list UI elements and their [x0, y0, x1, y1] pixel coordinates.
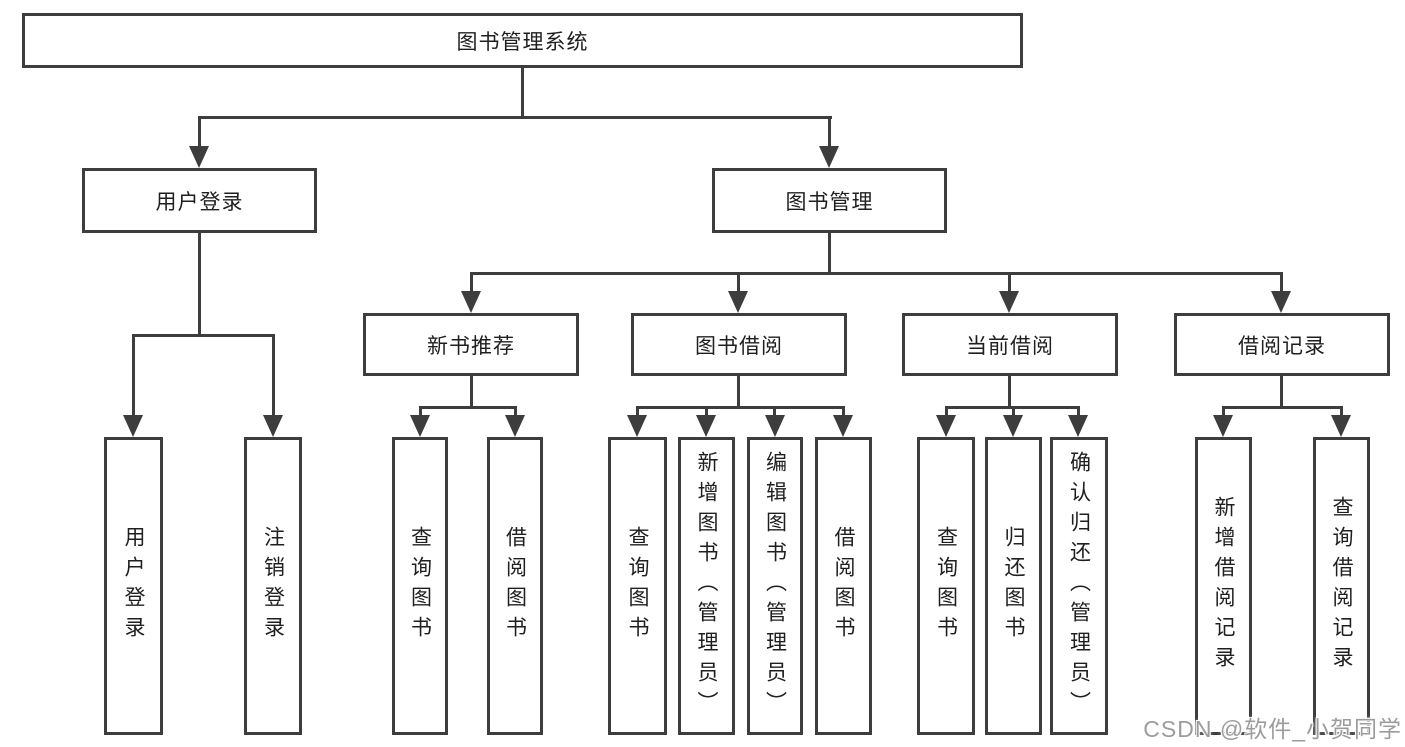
connector-drop-leaf: [1012, 406, 1015, 417]
connector-drop-leaf: [419, 406, 422, 417]
arrow-down-icon: [410, 415, 430, 437]
connector-bb-crossbar: [636, 406, 844, 409]
connector-root-stem: [521, 68, 524, 118]
connector-drop-leaf: [514, 406, 517, 417]
connector-nbr-crossbar: [419, 406, 517, 409]
node-label: 查询图书: [408, 526, 432, 646]
leaf-cb-return-books: 归还图书: [985, 437, 1042, 735]
connector-drop-leaf: [945, 406, 948, 417]
node-book-management: 图书管理: [712, 168, 947, 233]
node-user-login: 用户登录: [82, 168, 317, 233]
connector-drop-leaf: [636, 406, 639, 417]
leaf-br-add-record: 新增借阅记录: [1195, 437, 1252, 735]
arrow-down-icon: [819, 146, 839, 168]
node-label: 当前借阅: [966, 334, 1054, 358]
csdn-watermark: CSDN @软件_小贺同学: [1143, 716, 1402, 742]
connector-cb-stem: [1008, 376, 1011, 408]
leaf-nbr-query-books: 查询图书: [392, 437, 448, 735]
connector-drop-leaf: [272, 334, 275, 417]
arrow-down-icon: [263, 415, 283, 437]
node-current-borrowing: 当前借阅: [902, 313, 1118, 376]
node-label: 查询借阅记录: [1330, 496, 1353, 676]
arrow-down-icon: [1003, 415, 1023, 437]
connector-bb-stem: [737, 376, 740, 408]
leaf-logout: 注销登录: [244, 437, 302, 735]
arrow-down-icon: [936, 415, 956, 437]
leaf-bb-edit-books-admin: 编辑图书（管理员）: [747, 437, 803, 735]
connector-drop-book-mgmt: [828, 116, 831, 148]
leaf-nbr-borrow-books: 借阅图书: [487, 437, 543, 735]
arrow-down-icon: [627, 415, 647, 437]
node-label: 编辑图书（管理员）: [763, 451, 787, 721]
node-label: 归还图书: [1002, 526, 1025, 646]
connector-drop-leaf: [842, 406, 845, 417]
leaf-bb-borrow-books: 借阅图书: [815, 437, 872, 735]
node-label: 注销登录: [261, 526, 285, 646]
node-label: 图书借阅: [695, 334, 783, 358]
node-label: 用户登录: [155, 190, 244, 214]
node-label: 借阅记录: [1238, 334, 1326, 358]
arrow-down-icon: [1331, 415, 1351, 437]
connector-drop-l2: [470, 272, 473, 292]
leaf-br-query-record: 查询借阅记录: [1313, 437, 1370, 735]
connector-bookmgmt-crossbar: [470, 272, 1283, 275]
arrow-down-icon: [189, 146, 209, 168]
node-label: 查询图书: [626, 526, 649, 646]
node-label: 图书管理: [785, 190, 874, 214]
connector-drop-user-login: [198, 116, 201, 148]
node-label: 借阅图书: [832, 526, 855, 646]
connector-drop-l2: [737, 272, 740, 292]
leaf-bb-query-books: 查询图书: [608, 437, 667, 735]
arrow-down-icon: [505, 415, 525, 437]
connector-drop-leaf: [1077, 406, 1080, 417]
connector-drop-l2: [1008, 272, 1011, 292]
node-label: 新增借阅记录: [1212, 496, 1235, 676]
arrow-down-icon: [833, 415, 853, 437]
node-new-book-recommend: 新书推荐: [363, 313, 579, 376]
connector-nbr-stem: [470, 376, 473, 408]
node-label: 确认归还（管理员）: [1067, 451, 1091, 721]
node-label: 用户登录: [122, 526, 145, 646]
arrow-down-icon: [1068, 415, 1088, 437]
node-label: 新书推荐: [427, 334, 515, 358]
arrow-down-icon: [696, 415, 716, 437]
arrow-down-icon: [123, 415, 143, 437]
node-book-borrowing: 图书借阅: [631, 313, 847, 376]
connector-bookmgmt-stem: [828, 233, 831, 274]
connector-userlogin-crossbar: [132, 334, 275, 337]
node-label: 借阅图书: [503, 526, 527, 646]
connector-root-crossbar: [198, 116, 832, 119]
connector-drop-leaf: [132, 334, 135, 417]
connector-br-stem: [1280, 376, 1283, 408]
node-label: 图书管理系统: [456, 30, 589, 54]
leaf-user-login: 用户登录: [104, 437, 163, 735]
connector-userlogin-stem: [198, 233, 201, 336]
connector-drop-leaf: [773, 406, 776, 417]
connector-drop-l2: [1280, 272, 1283, 292]
node-label: 新增图书（管理员）: [695, 451, 718, 721]
arrow-down-icon: [728, 291, 748, 313]
node-borrowing-records: 借阅记录: [1174, 313, 1390, 376]
arrow-down-icon: [765, 415, 785, 437]
leaf-cb-query-books: 查询图书: [917, 437, 975, 735]
arrow-down-icon: [1271, 291, 1291, 313]
connector-drop-leaf: [705, 406, 708, 417]
leaf-bb-add-books-admin: 新增图书（管理员）: [678, 437, 735, 735]
connector-drop-leaf: [1222, 406, 1225, 417]
node-library-management-system: 图书管理系统: [22, 13, 1023, 68]
node-label: 查询图书: [934, 526, 958, 646]
connector-br-crossbar: [1222, 406, 1342, 409]
arrow-down-icon: [999, 291, 1019, 313]
connector-drop-leaf: [1340, 406, 1343, 417]
arrow-down-icon: [461, 291, 481, 313]
arrow-down-icon: [1213, 415, 1233, 437]
leaf-cb-confirm-return-admin: 确认归还（管理员）: [1050, 437, 1108, 735]
